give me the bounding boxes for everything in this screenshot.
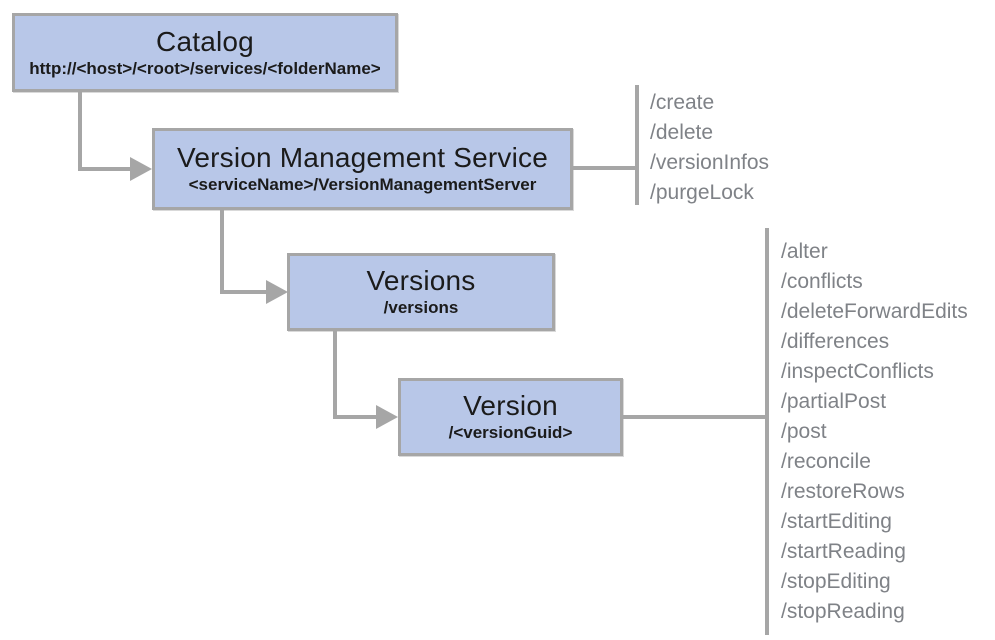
- operation-label: /reconcile: [781, 450, 871, 473]
- operation-label: /stopReading: [781, 600, 905, 623]
- node-versions-title: Versions: [366, 265, 476, 297]
- operation-label: /partialPost: [781, 390, 887, 413]
- operation-label: /startEditing: [781, 510, 892, 533]
- node-version-management-service: Version Management Service <serviceName>…: [152, 128, 573, 210]
- operation-label: /versionInfos: [650, 151, 770, 174]
- operation-label: /create: [650, 91, 715, 114]
- connector-vms-versions-vertical: [220, 210, 224, 294]
- node-vms-title: Version Management Service: [177, 142, 548, 174]
- connector-vms-versions-horizontal: [220, 290, 268, 294]
- node-version-url: /<versionGuid>: [448, 423, 573, 443]
- operation-label: /deleteForwardEdits: [781, 300, 968, 323]
- operation-label: /inspectConflicts: [781, 360, 934, 383]
- connector-version-ops-horizontal: [623, 415, 767, 419]
- node-vms-url: <serviceName>/VersionManagementServer: [188, 175, 537, 195]
- operation-label: /post: [781, 420, 827, 443]
- operation-label: /conflicts: [781, 270, 863, 293]
- arrow-right-icon: [376, 405, 398, 429]
- connector-vms-ops-horizontal: [573, 166, 637, 170]
- operation-label: /purgeLock: [650, 181, 754, 204]
- version-operations-list: /alter /conflicts /deleteForwardEdits /d…: [781, 237, 968, 627]
- node-versions-url: /versions: [383, 298, 459, 318]
- vms-ops-bracket-line: [635, 85, 639, 205]
- node-catalog-title: Catalog: [156, 25, 254, 57]
- operation-label: /differences: [781, 330, 890, 353]
- node-catalog: Catalog http://<host>/<root>/services/<f…: [12, 13, 398, 92]
- node-version: Version /<versionGuid>: [398, 378, 623, 456]
- operation-label: /stopEditing: [781, 570, 891, 593]
- arrow-right-icon: [130, 157, 152, 181]
- connector-catalog-vms-vertical: [78, 92, 82, 171]
- operation-label: /delete: [650, 121, 714, 144]
- connector-versions-version-horizontal: [333, 415, 379, 419]
- node-versions: Versions /versions: [287, 253, 555, 331]
- operation-label: /restoreRows: [781, 480, 905, 503]
- version-ops-bracket-line: [765, 228, 769, 635]
- vms-operations-list: /create /delete /versionInfos /purgeLock: [650, 88, 769, 208]
- connector-catalog-vms-horizontal: [78, 167, 132, 171]
- operation-label: /startReading: [781, 540, 906, 563]
- node-catalog-url: http://<host>/<root>/services/<folderNam…: [29, 58, 381, 78]
- arrow-right-icon: [266, 280, 288, 304]
- connector-versions-version-vertical: [333, 331, 337, 419]
- node-version-title: Version: [463, 390, 558, 422]
- operation-label: /alter: [781, 240, 828, 263]
